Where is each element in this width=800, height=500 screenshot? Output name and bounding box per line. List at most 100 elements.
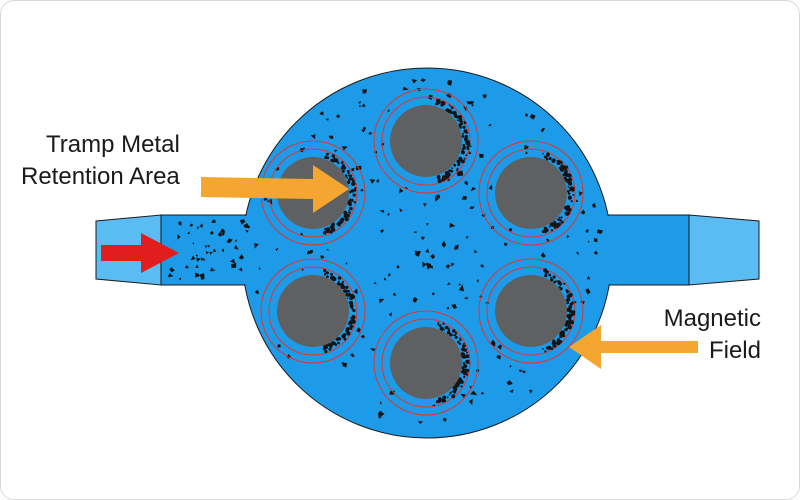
metal-particle (522, 370, 527, 374)
metal-particle (345, 262, 348, 265)
magnetic-rod (495, 275, 567, 347)
metal-particle (238, 267, 243, 272)
captured-metal-particle (436, 401, 439, 404)
captured-metal-particle (546, 270, 549, 274)
captured-metal-particle (570, 200, 573, 203)
captured-metal-particle (546, 228, 549, 230)
captured-metal-particle (548, 345, 552, 349)
captured-metal-particle (333, 157, 336, 159)
metal-particle (392, 292, 396, 297)
captured-metal-particle (441, 398, 446, 403)
metal-particle (586, 275, 591, 280)
metal-particle (469, 206, 475, 209)
captured-metal-particle (460, 385, 463, 388)
captured-metal-particle (568, 177, 573, 182)
captured-metal-particle (453, 110, 457, 115)
captured-metal-particle (546, 153, 550, 157)
metal-particle (238, 254, 244, 260)
metal-particle (325, 118, 329, 121)
captured-metal-particle (559, 331, 564, 336)
captured-metal-particle (435, 99, 439, 102)
metal-particle (446, 306, 450, 310)
captured-metal-particle (567, 190, 570, 193)
metal-particle (446, 282, 451, 286)
captured-metal-particle (462, 125, 466, 129)
captured-metal-particle (465, 359, 470, 364)
metal-particle (254, 243, 259, 249)
metal-particle (388, 312, 392, 317)
metal-particle (353, 288, 358, 295)
captured-metal-particle (569, 313, 572, 316)
metal-particle (379, 209, 385, 213)
metal-particle (468, 398, 473, 406)
captured-metal-particle (454, 114, 458, 119)
captured-metal-particle (464, 134, 468, 139)
captured-metal-particle (435, 102, 438, 106)
tramp-metal-retention-area-label: Tramp Metal Retention Area (21, 129, 180, 193)
captured-metal-particle (569, 302, 573, 306)
captured-metal-particle (331, 160, 333, 162)
captured-metal-particle (544, 231, 547, 234)
captured-metal-particle (447, 109, 452, 114)
metal-particle (187, 231, 190, 235)
metal-particle (377, 410, 385, 418)
metal-particle (177, 234, 181, 240)
metal-particle (471, 103, 474, 107)
captured-metal-particle (345, 327, 350, 331)
metal-particle (219, 228, 226, 233)
metal-particle (461, 195, 468, 200)
captured-metal-particle (559, 335, 562, 339)
captured-metal-particle (345, 289, 349, 293)
metal-particle (506, 380, 513, 386)
captured-metal-particle (451, 390, 454, 393)
metal-particle (450, 262, 455, 267)
magnetic-field-ring (486, 148, 576, 238)
captured-metal-particle (557, 281, 562, 285)
inlet-flow-arrow-icon (101, 233, 179, 273)
captured-metal-particle (463, 137, 468, 142)
captured-metal-particle (552, 343, 557, 348)
captured-metal-particle (460, 380, 464, 384)
metal-particle (422, 261, 427, 268)
captured-metal-particle (348, 209, 350, 212)
metal-particle (387, 109, 390, 112)
captured-metal-particle (346, 213, 350, 218)
magnetic-field-ring (381, 96, 471, 186)
captured-metal-particle (545, 157, 549, 161)
captured-metal-particle (565, 207, 569, 211)
captured-metal-particle (456, 119, 459, 122)
captured-metal-particle (340, 282, 344, 287)
captured-metal-particle (465, 131, 469, 134)
captured-metal-particle (331, 222, 335, 227)
captured-metal-particle (564, 328, 568, 332)
magnetic-field-ring (373, 310, 479, 416)
captured-metal-particle (461, 344, 466, 348)
metal-particle (588, 240, 590, 243)
captured-metal-particle (561, 165, 565, 169)
magnetic-rods (260, 88, 584, 416)
captured-metal-particle (350, 198, 354, 202)
magnetic-field-ring (373, 88, 479, 194)
captured-metal-particle (566, 301, 569, 305)
metal-particle (360, 334, 365, 339)
metal-particle (351, 168, 355, 171)
metal-particle (255, 289, 260, 294)
metal-particle (423, 203, 427, 207)
captured-metal-particle (544, 274, 548, 278)
captured-metal-particle (460, 352, 465, 357)
captured-metal-particle (351, 305, 354, 308)
captured-metal-particle (448, 104, 451, 106)
captured-metal-particle (548, 225, 551, 228)
metal-particle (430, 253, 435, 260)
metal-particle (361, 103, 366, 108)
captured-metal-particle (550, 229, 554, 232)
captured-metal-particle (564, 169, 568, 174)
metal-particle (488, 184, 493, 190)
magnetic-field-ring (381, 318, 471, 408)
metal-particle (421, 236, 425, 240)
captured-metal-particle (323, 231, 327, 235)
metal-particle (476, 279, 479, 283)
metal-particle (414, 231, 417, 233)
metal-particle (449, 222, 456, 228)
captured-metal-particle (458, 123, 462, 127)
